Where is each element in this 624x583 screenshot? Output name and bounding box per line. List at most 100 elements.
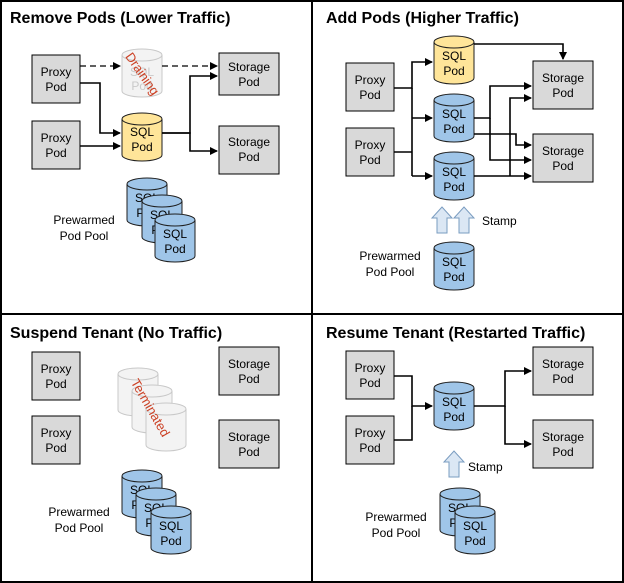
stamp-up-arrow [430,206,454,234]
svg-text:SQL: SQL [442,107,466,121]
svg-text:SQL: SQL [159,519,183,533]
sql-pod: SQL Pod [121,112,163,162]
svg-text:Pod: Pod [238,445,259,459]
pool-sql-pod: SQL Pod [154,213,196,263]
pool-sql-pod: SQL Pod [433,241,475,291]
svg-text:Pod: Pod [131,79,152,93]
storage-pod: Storage Pod [532,419,594,469]
svg-text:SQL: SQL [442,395,466,409]
storage-pod: Storage Pod [532,346,594,396]
svg-text:Pod: Pod [552,372,573,386]
prewarmed-label: Prewarmed [53,213,114,227]
svg-text:Proxy: Proxy [41,362,72,376]
svg-text:SQL: SQL [442,49,466,63]
svg-text:SQL: SQL [442,255,466,269]
svg-text:SQL: SQL [163,227,187,241]
svg-text:SQL: SQL [442,165,466,179]
svg-text:Pod: Pod [443,270,464,284]
panel-title: Add Pods (Higher Traffic) [326,10,519,27]
svg-text:Proxy: Proxy [41,426,72,440]
panel-add-pods: Add Pods (Higher Traffic) Proxy Pod Prox… [326,10,594,291]
svg-text:Pod: Pod [552,159,573,173]
svg-text:Storage: Storage [542,357,584,371]
svg-text:SQL: SQL [130,125,154,139]
panel-suspend-tenant: Suspend Tenant (No Traffic) Proxy Pod Pr… [10,325,280,555]
svg-text:Pod: Pod [238,75,259,89]
svg-text:Pod: Pod [45,80,66,94]
pod-pool-label: Pod Pool [366,265,415,279]
svg-text:Storage: Storage [228,430,270,444]
prewarmed-pool: SQL Pod SQL Pod SQL Pod [126,177,196,263]
terminated-sql-pods: Terminated [117,367,187,452]
storage-pod: Storage Pod [532,133,594,183]
svg-text:Pod: Pod [464,534,485,548]
panel-title: Suspend Tenant (No Traffic) [10,325,222,342]
prewarmed-label: Prewarmed [365,510,426,524]
pod-pool-label: Pod Pool [55,521,104,535]
stamp-label: Stamp [482,214,517,228]
prewarmed-pool: SQL Pod SQL Pod SQL Pod [121,469,192,555]
svg-text:Pod: Pod [359,441,380,455]
svg-text:Storage: Storage [228,135,270,149]
svg-text:Pod: Pod [552,86,573,100]
svg-text:SQL: SQL [463,519,487,533]
prewarmed-pool: SQL Pod SQL Pod [439,487,496,555]
svg-text:Pod: Pod [238,150,259,164]
svg-text:Storage: Storage [228,357,270,371]
prewarmed-label: Prewarmed [359,249,420,263]
sql-pod: SQL Pod [433,35,475,85]
svg-text:Pod: Pod [443,122,464,136]
svg-text:Storage: Storage [542,144,584,158]
proxy-pod: Proxy Pod [31,415,81,465]
svg-text:Pod: Pod [45,441,66,455]
pod-pool-label: Pod Pool [60,229,109,243]
svg-text:Proxy: Proxy [355,361,386,375]
prewarmed-label: Prewarmed [48,505,109,519]
storage-pod: Storage Pod [532,60,594,110]
proxy-pod: Proxy Pod [31,120,81,170]
storage-pod: Storage Pod [218,125,280,175]
panel-remove-pods: Remove Pods (Lower Traffic) Proxy Pod Pr… [10,10,280,263]
storage-pod: Storage Pod [218,346,280,396]
svg-text:Pod: Pod [443,180,464,194]
sql-pod: SQL Pod [433,381,475,431]
draining-sql-pod: SQL Pod Draining [121,48,163,98]
panel-title: Remove Pods (Lower Traffic) [10,10,231,27]
pool-sql-pod: SQL Pod [150,505,192,555]
stamp-label: Stamp [468,460,503,474]
svg-text:Pod: Pod [443,64,464,78]
storage-pod: Storage Pod [218,419,280,469]
svg-text:SQL: SQL [130,65,154,79]
svg-text:Pod: Pod [359,153,380,167]
svg-text:Storage: Storage [228,60,270,74]
sql-pod-new: SQL Pod [433,93,475,143]
panel-resume-tenant: Resume Tenant (Restarted Traffic) Proxy … [326,325,594,555]
svg-text:Pod: Pod [359,88,380,102]
svg-text:Proxy: Proxy [355,138,386,152]
panel-title: Resume Tenant (Restarted Traffic) [326,325,585,342]
svg-text:Pod: Pod [443,410,464,424]
svg-text:Pod: Pod [164,242,185,256]
svg-text:Proxy: Proxy [355,73,386,87]
stamp-up-arrow [442,450,466,478]
proxy-pod: Proxy Pod [345,350,395,400]
pod-pool-label: Pod Pool [372,526,421,540]
proxy-pod: Proxy Pod [31,54,81,104]
svg-text:Pod: Pod [45,146,66,160]
svg-text:Pod: Pod [359,376,380,390]
svg-text:Proxy: Proxy [355,426,386,440]
svg-text:Pod: Pod [45,377,66,391]
connectors [394,43,567,180]
proxy-pod: Proxy Pod [345,415,395,465]
svg-text:Pod: Pod [131,140,152,154]
svg-text:Proxy: Proxy [41,65,72,79]
svg-text:Proxy: Proxy [41,131,72,145]
sql-pod-new: SQL Pod [433,151,475,201]
svg-text:Storage: Storage [542,71,584,85]
proxy-pod: Proxy Pod [31,351,81,401]
svg-text:Pod: Pod [160,534,181,548]
storage-pod: Storage Pod [218,52,280,96]
svg-text:Pod: Pod [552,445,573,459]
proxy-pod: Proxy Pod [345,127,395,177]
